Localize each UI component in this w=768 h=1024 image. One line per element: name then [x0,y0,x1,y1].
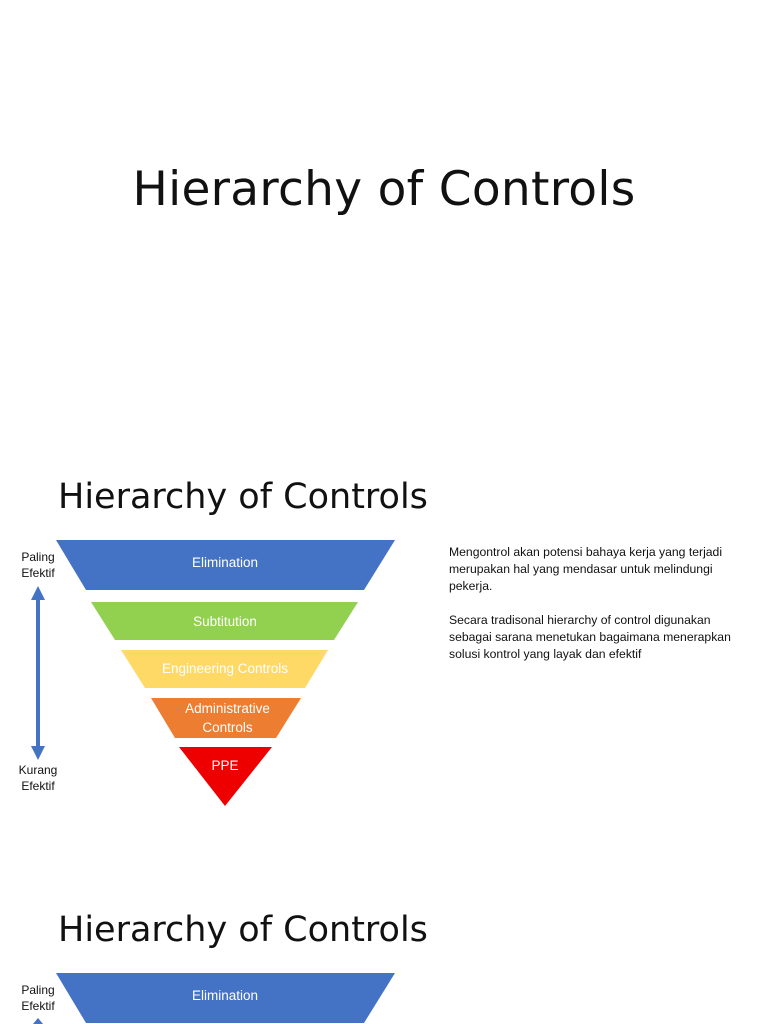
description-paragraph: Mengontrol akan potensi bahaya kerja yan… [449,545,723,593]
level-label-elimination: Elimination [191,988,259,1003]
cover-title: Hierarchy of Controls [132,162,636,217]
level-label-engineering-controls: Engineering Controls [161,661,289,676]
level-label-elimination: Elimination [191,555,259,570]
level-label-administrative-controls: Administrative Controls [185,701,270,735]
slide-title: Hierarchy of Controls [58,910,428,950]
label-least-effective: Kurang Efektif [18,763,58,793]
label-most-effective: Paling Efektif [21,550,55,580]
level-label-ppe: PPE [211,758,239,773]
slide-title: Hierarchy of Controls [58,477,428,517]
label-most-effective: Paling Efektif [21,983,55,1013]
pyramid-level-elimination [56,540,395,590]
pyramid-level-ppe [179,747,272,806]
description-text: Mengontrol akan potensi bahaya kerja yan… [449,544,749,680]
level-label-subtitution: Subtitution [193,614,257,629]
pyramid-level-administrative-controls [151,698,301,738]
pyramid-level-engineering-controls [121,650,328,688]
description-paragraph: Secara tradisonal hierarchy of control d… [449,613,731,661]
pyramid-level-subtitution [91,602,358,640]
effectiveness-arrow [31,586,45,760]
